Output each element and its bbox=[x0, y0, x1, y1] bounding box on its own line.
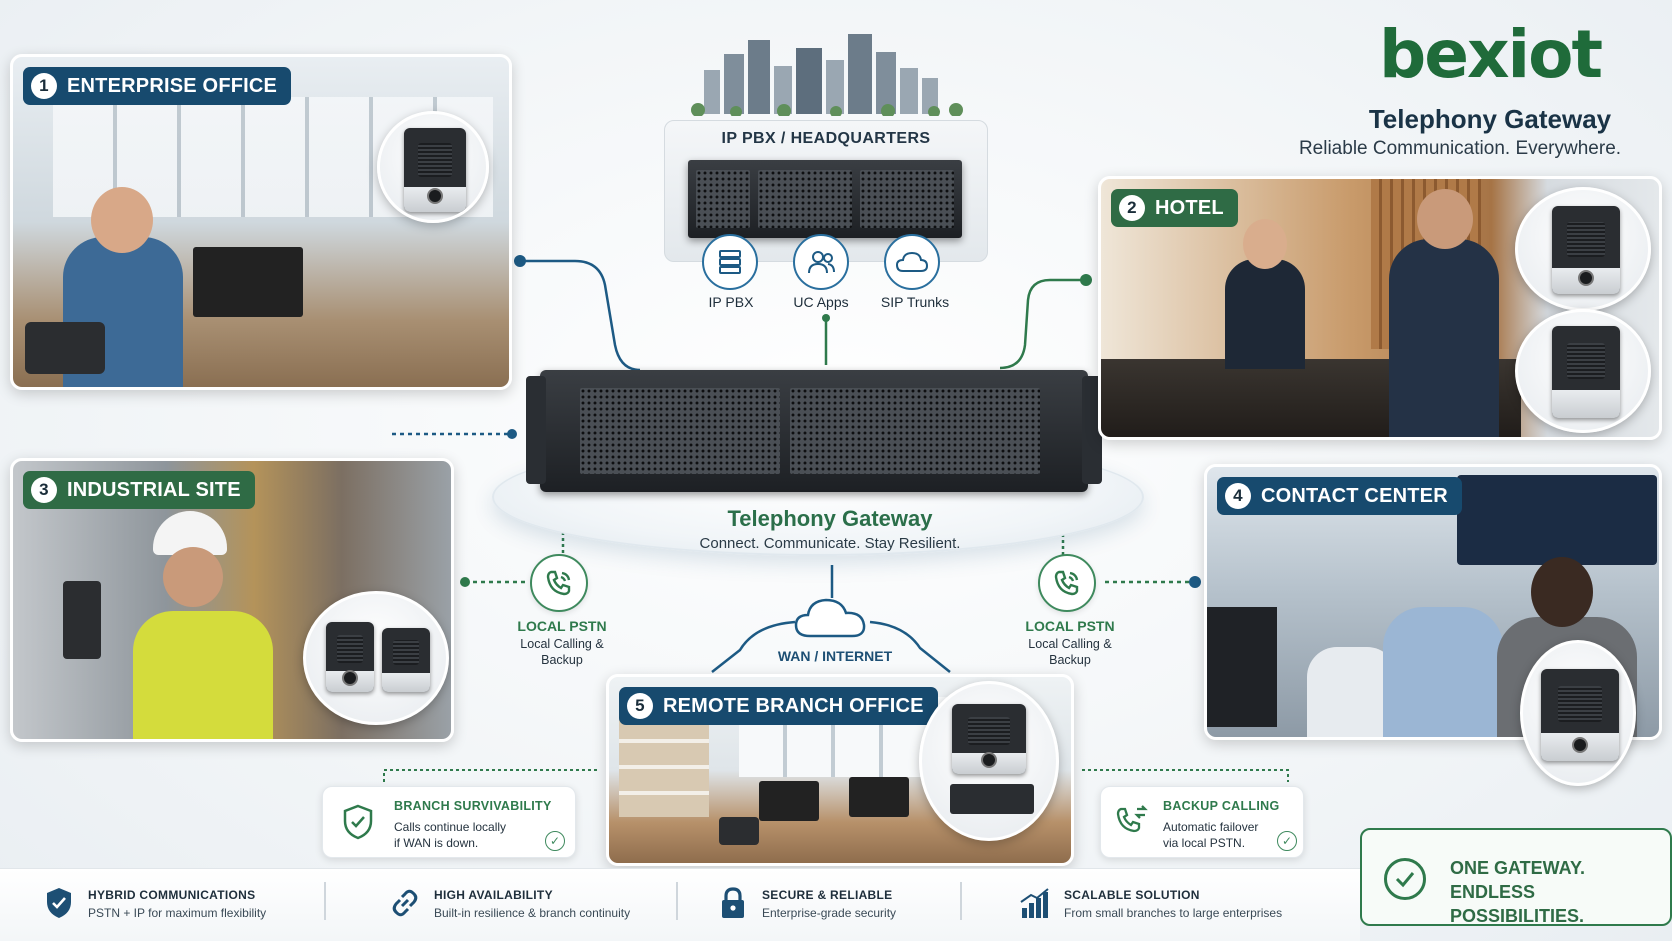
hotel-card: 2 HOTEL bbox=[1098, 176, 1662, 440]
gateway-device-image bbox=[526, 370, 1102, 492]
pbx-server-image bbox=[688, 160, 962, 238]
pstn-desc-right-2: Backup bbox=[1049, 653, 1091, 667]
feature-divider bbox=[324, 882, 326, 920]
wan-cloud-icon bbox=[792, 594, 872, 642]
shield-check-icon bbox=[42, 886, 76, 920]
hq-icon-label-pbx: IP PBX bbox=[708, 294, 754, 310]
pstn-desc-left-2: Backup bbox=[541, 653, 583, 667]
remote-branch-office-card: 5 REMOTE BRANCH OFFICE bbox=[606, 674, 1074, 866]
callout-desc-backup-1: Automatic failover bbox=[1163, 820, 1259, 834]
check-circle-icon bbox=[1384, 858, 1426, 900]
hotel-intercom-inset-bottom bbox=[1515, 309, 1651, 433]
industrial-site-card: 3 INDUSTRIAL SITE bbox=[10, 458, 454, 742]
callout-desc-branch-2: if WAN is down. bbox=[394, 836, 479, 850]
callout-title-backup: BACKUP CALLING bbox=[1163, 799, 1280, 813]
pstn-desc-right-1: Local Calling & bbox=[1028, 637, 1112, 651]
hq-icon-label-sip: SIP Trunks bbox=[880, 294, 950, 310]
brand-logo: bexiot bbox=[1320, 16, 1660, 93]
logo-wordmark: bexiot bbox=[1378, 16, 1603, 93]
backup-calling-callout: BACKUP CALLING Automatic failover via lo… bbox=[1100, 786, 1304, 858]
site-tag-enterprise: 1 ENTERPRISE OFFICE bbox=[23, 67, 292, 105]
feature-high-availability: HIGH AVAILABILITY Built-in resilience & … bbox=[388, 884, 678, 928]
feature-divider bbox=[676, 882, 678, 920]
branch-intercom-inset bbox=[919, 681, 1059, 841]
callout-title-branch: BRANCH SURVIVABILITY bbox=[394, 799, 552, 813]
gateway-title: Telephony Gateway bbox=[727, 506, 933, 531]
hotel-intercom-inset-top bbox=[1515, 187, 1651, 311]
hq-icon-label-uc: UC Apps bbox=[793, 294, 849, 310]
pstn-title-right: LOCAL PSTN bbox=[1025, 618, 1115, 634]
check-icon: ✓ bbox=[545, 831, 565, 851]
pstn-desc-left-1: Local Calling & bbox=[520, 637, 604, 651]
pstn-title-left: LOCAL PSTN bbox=[517, 618, 607, 634]
closing-statement: ONE GATEWAY. ENDLESS POSSIBILITIES. bbox=[1360, 828, 1672, 926]
closing-line-2: ENDLESS POSSIBILITIES. bbox=[1450, 882, 1585, 926]
bar-chart-icon bbox=[1018, 886, 1052, 920]
brand-tagline: Reliable Communication. Everywhere. bbox=[1298, 138, 1622, 159]
enterprise-intercom-inset bbox=[377, 111, 489, 223]
callout-desc-backup-2: via local PSTN. bbox=[1163, 836, 1246, 850]
site-tag-hotel: 2 HOTEL bbox=[1111, 189, 1238, 227]
gateway-subtitle: Connect. Communicate. Stay Resilient. bbox=[699, 535, 961, 552]
lock-icon bbox=[716, 886, 750, 920]
enterprise-office-card: 1 ENTERPRISE OFFICE bbox=[10, 54, 512, 390]
feature-hybrid: HYBRID COMMUNICATIONS PSTN + IP for maxi… bbox=[42, 884, 322, 928]
users-icon bbox=[793, 234, 849, 290]
headquarters-title: IP PBX / HEADQUARTERS bbox=[721, 130, 931, 147]
site-tag-contact-center: 4 CONTACT CENTER bbox=[1217, 477, 1462, 515]
pstn-phone-icon-right bbox=[1038, 554, 1096, 612]
feature-divider bbox=[960, 882, 962, 920]
branch-survivability-callout: BRANCH SURVIVABILITY Calls continue loca… bbox=[322, 786, 576, 858]
closing-line-1: ONE GATEWAY. bbox=[1450, 858, 1586, 878]
contact-center-intercom-inset bbox=[1520, 640, 1636, 786]
shield-check-icon bbox=[341, 803, 375, 841]
feature-secure: SECURE & RELIABLE Enterprise-grade secur… bbox=[716, 884, 956, 928]
phone-failover-icon bbox=[1115, 803, 1151, 841]
wan-label: WAN / INTERNET bbox=[777, 648, 893, 664]
server-icon bbox=[702, 234, 758, 290]
contact-center-card: 4 CONTACT CENTER bbox=[1204, 464, 1662, 740]
pstn-phone-icon-left bbox=[530, 554, 588, 612]
feature-bar bbox=[0, 868, 1360, 941]
callout-desc-branch-1: Calls continue locally bbox=[394, 820, 507, 834]
site-tag-remote-branch: 5 REMOTE BRANCH OFFICE bbox=[619, 687, 938, 725]
product-name: Telephony Gateway bbox=[1368, 104, 1612, 134]
city-skyline bbox=[684, 30, 968, 118]
site-tag-industrial: 3 INDUSTRIAL SITE bbox=[23, 471, 255, 509]
link-icon bbox=[388, 886, 422, 920]
cloud-icon bbox=[884, 234, 940, 290]
industrial-intercom-inset bbox=[303, 591, 449, 725]
check-icon: ✓ bbox=[1277, 831, 1297, 851]
feature-scalable: SCALABLE SOLUTION From small branches to… bbox=[1018, 884, 1338, 928]
